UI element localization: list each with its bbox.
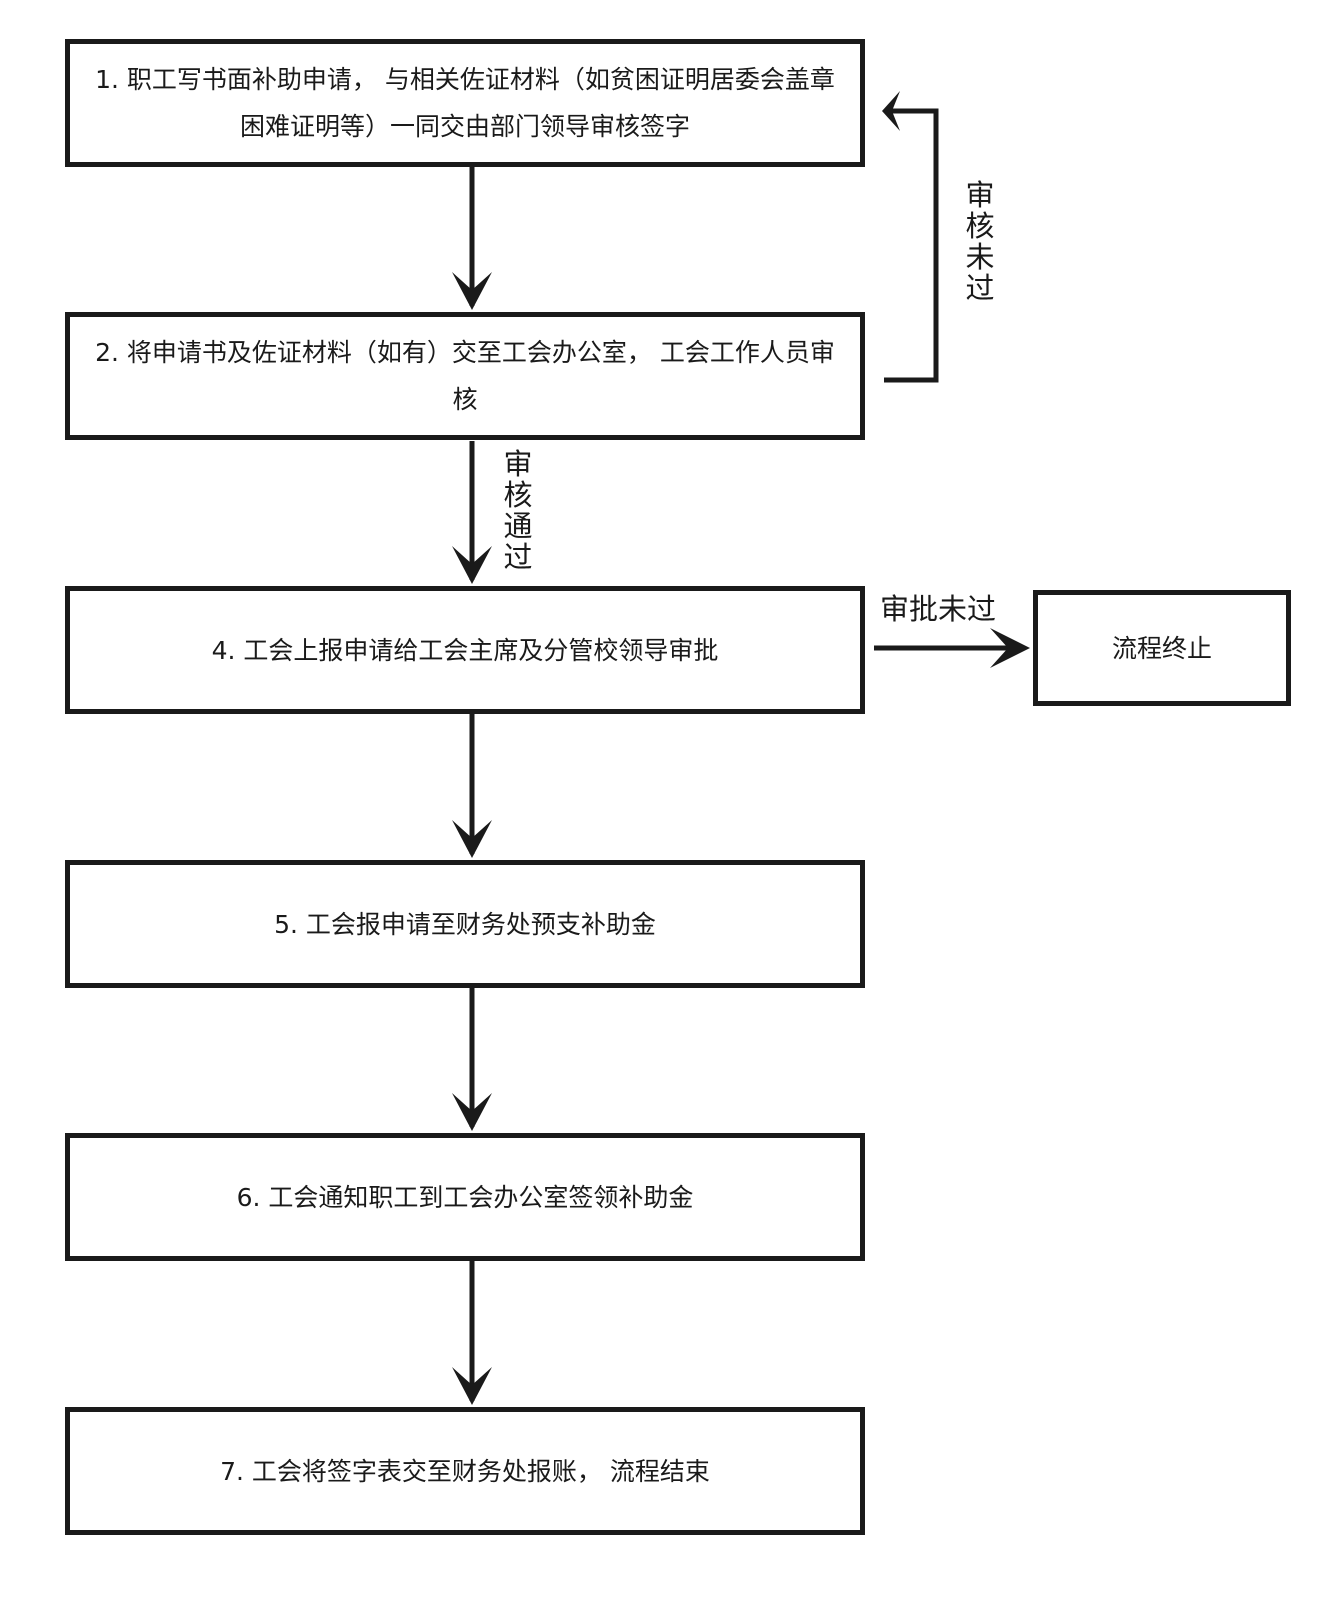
step-1-box: 1. 职工写书面补助申请， 与相关佐证材料（如贫困证明居委会盖章困难证明等）一同… <box>65 39 865 167</box>
step-2-text: 2. 将申请书及佐证材料（如有）交至工会办公室， 工会工作人员审核 <box>95 338 835 414</box>
label-approval-failed: 审批未过 <box>880 592 997 626</box>
terminal-text: 流程终止 <box>1111 633 1212 663</box>
step-6-text: 6. 工会通知职工到工会办公室签领补助金 <box>236 1182 694 1212</box>
label-review-passed: 审核通过 <box>503 447 533 574</box>
terminal-box: 流程终止 <box>1033 590 1291 706</box>
step-7-box: 7. 工会将签字表交至财务处报账， 流程结束 <box>65 1407 865 1535</box>
step-1-text: 1. 职工写书面补助申请， 与相关佐证材料（如贫困证明居委会盖章困难证明等）一同… <box>95 65 835 141</box>
arrow-loop-back <box>884 108 939 383</box>
step-4-box: 4. 工会上报申请给工会主席及分管校领导审批 <box>65 586 865 714</box>
step-6-box: 6. 工会通知职工到工会办公室签领补助金 <box>65 1133 865 1261</box>
step-7-text: 7. 工会将签字表交至财务处报账， 流程结束 <box>220 1456 710 1486</box>
step-4-text: 4. 工会上报申请给工会主席及分管校领导审批 <box>211 635 719 665</box>
step-2-box: 2. 将申请书及佐证材料（如有）交至工会办公室， 工会工作人员审核 <box>65 312 865 440</box>
step-5-box: 5. 工会报申请至财务处预支补助金 <box>65 860 865 988</box>
step-5-text: 5. 工会报申请至财务处预支补助金 <box>274 909 656 939</box>
label-review-failed: 审核未过 <box>965 178 995 305</box>
